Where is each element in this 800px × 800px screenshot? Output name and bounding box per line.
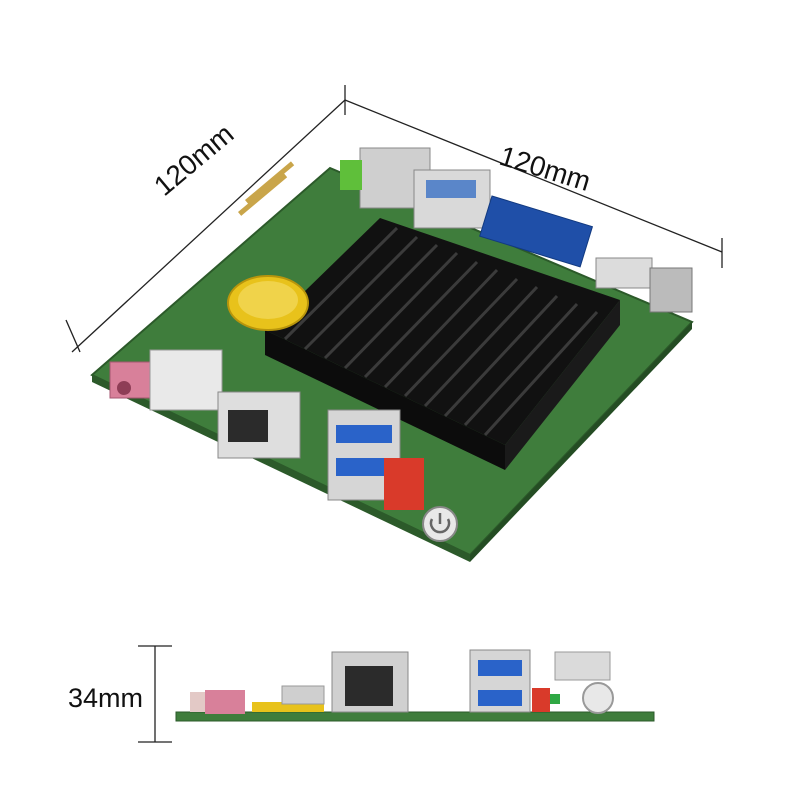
height-dimension-label: 34mm <box>68 683 144 713</box>
usb3-port-icon[interactable] <box>336 458 392 476</box>
side-power-button <box>582 682 614 714</box>
cmos-battery <box>227 275 309 331</box>
usb3-port-icon[interactable] <box>336 425 392 443</box>
heatsink <box>265 218 620 470</box>
front-io <box>109 349 458 542</box>
side-audio-jack <box>205 690 245 714</box>
side-sim-slot <box>281 685 325 705</box>
rear-io-top <box>340 147 693 313</box>
dc-power-jack[interactable] <box>649 267 693 313</box>
side-ethernet-port <box>345 666 393 706</box>
audio-jack-icon[interactable] <box>109 361 156 399</box>
side-red-header <box>532 688 550 712</box>
side-battery <box>252 702 324 712</box>
left-dimension-line <box>71 99 346 353</box>
pin-header-left <box>238 161 295 216</box>
side-led <box>550 694 560 704</box>
top-dimension-line <box>344 99 723 253</box>
ethernet-port-top[interactable] <box>413 169 491 229</box>
audio-connector-green <box>340 160 362 190</box>
board-side-view <box>175 649 655 722</box>
sata-power-header <box>384 458 424 510</box>
sim-slot-icon[interactable] <box>149 349 223 411</box>
hdmi-port[interactable] <box>595 257 653 289</box>
vga-port-icon[interactable] <box>479 195 594 268</box>
dimension-lines <box>65 85 723 743</box>
